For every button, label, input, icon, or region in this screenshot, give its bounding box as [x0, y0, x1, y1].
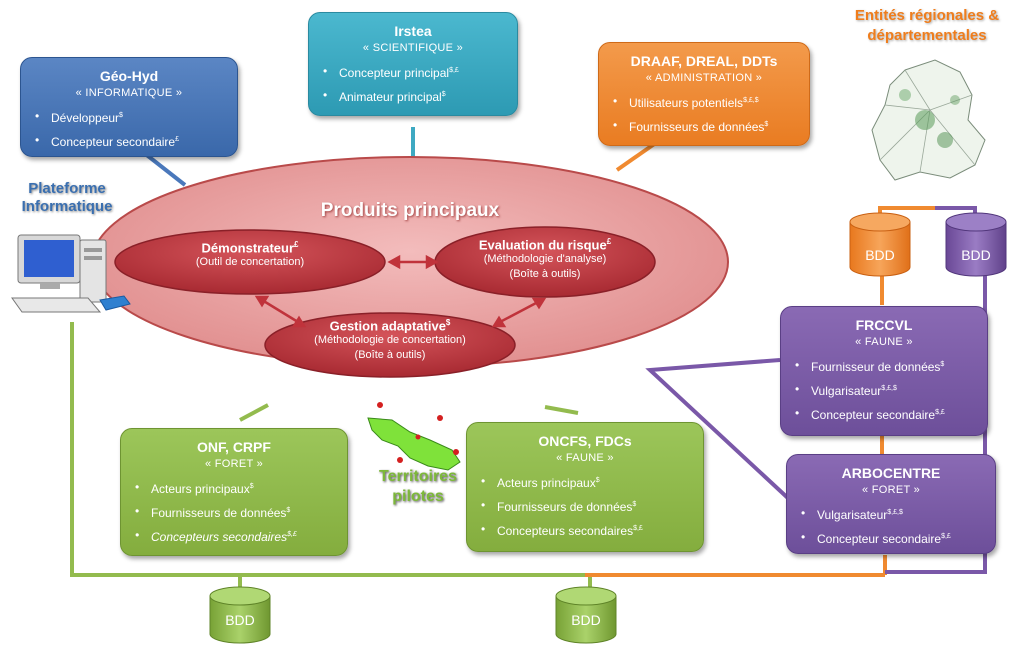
demo-text: Démonstrateur£ (Outil de concertation): [140, 240, 360, 270]
actor-oncfs-title: ONCFS, FDCs: [538, 433, 632, 449]
arrow-head: [254, 295, 270, 308]
list-item: Fournisseurs de données$: [613, 114, 809, 138]
territories-label: Territoires pilotes: [358, 467, 478, 507]
platform-label-line1: Plateforme: [28, 180, 106, 197]
actor-oncfs-category: « FAUNE »: [556, 452, 614, 464]
actor-irstea-category: « SCIENTIFIQUE »: [362, 42, 464, 54]
computer-icon: [11, 234, 131, 313]
list-item: Fournisseurs de données$: [481, 494, 703, 518]
actor-draaf-category: « ADMINISTRATION »: [645, 72, 763, 84]
list-item: Vulgarisateur$,£,$: [801, 502, 995, 526]
region-map-image: [871, 59, 986, 181]
risk-desc-1: (Méthodologie d'analyse): [483, 253, 607, 266]
gestion-text: Gestion adaptative$ (Méthodologie de con…: [275, 318, 505, 363]
products-title: Produits principaux: [320, 200, 500, 221]
bdd-label-purple: BDD: [961, 247, 991, 263]
bdd-label-green-1: BDD: [225, 612, 255, 628]
gestion-desc-2: (Boîte à outils): [354, 349, 426, 362]
list-item: Développeur$: [35, 105, 237, 129]
list-item: Acteurs principaux$: [481, 470, 703, 494]
bdd-orange-cylinder: [849, 212, 911, 277]
purple-connector: [645, 358, 792, 502]
regional-label-line2: départementales: [867, 27, 987, 44]
bdd-purple-cylinder: [945, 212, 1007, 277]
regional-label: Entités régionales & départementales: [838, 6, 1016, 46]
actor-onf-title: ONF, CRPF: [197, 439, 271, 455]
bdd-green-cylinder-2: [555, 586, 617, 644]
actor-frccvl: FRCCVL « FAUNE » Fournisseur de données$…: [780, 306, 988, 436]
risk-title: Evaluation du risque: [478, 237, 607, 253]
arrow-head: [491, 315, 507, 328]
bdd-green-cylinder-1: [209, 586, 271, 644]
arrow-head: [425, 254, 439, 270]
gestion-title: Gestion adaptative: [329, 318, 446, 334]
actor-frccvl-category: « FAUNE »: [855, 336, 913, 348]
actor-arbocentre-category: « FORET »: [861, 484, 921, 496]
actor-onf: ONF, CRPF « FORET » Acteurs principaux$ …: [120, 428, 348, 556]
platform-label: Plateforme Informatique: [2, 180, 132, 216]
risk-desc-2: (Boîte à outils): [509, 268, 581, 281]
list-item: Fournisseur de données$: [795, 354, 987, 378]
actor-frccvl-title: FRCCVL: [855, 317, 913, 333]
demo-ellipse: [114, 229, 386, 295]
actor-geohyd-category: « INFORMATIQUE »: [75, 87, 183, 99]
actor-geohyd-title: Géo-Hyd: [99, 68, 159, 84]
actor-draaf: DRAAF, DREAL, DDTs « ADMINISTRATION » Ut…: [598, 42, 810, 146]
territories-label-line2: pilotes: [392, 488, 444, 505]
demo-title: Démonstrateur: [201, 240, 294, 256]
list-item: Acteurs principaux$: [135, 476, 347, 500]
actor-geohyd: Géo-Hyd « INFORMATIQUE » Développeur$ Co…: [20, 57, 238, 157]
actor-draaf-title: DRAAF, DREAL, DDTs: [630, 53, 778, 69]
list-item: Concepteur secondaire$,£: [801, 526, 995, 550]
list-item: Concepteur secondaire£: [35, 129, 237, 153]
arrow-risk-gestion: [499, 300, 539, 324]
green-connector: [239, 403, 269, 422]
arrow-head: [387, 254, 401, 270]
gestion-desc-1: (Méthodologie de concertation): [314, 334, 466, 347]
actor-onf-category: « FORET »: [204, 458, 264, 470]
actor-arbocentre-title: ARBOCENTRE: [841, 465, 941, 481]
actor-irstea: Irstea « SCIENTIFIQUE » Concepteur princ…: [308, 12, 518, 116]
demo-mark: £: [294, 240, 299, 249]
actor-irstea-title: Irstea: [394, 23, 432, 39]
arrow-head: [531, 297, 547, 310]
list-item: Fournisseurs de données$: [135, 500, 347, 524]
green-connector: [70, 322, 590, 577]
actor-oncfs: ONCFS, FDCs « FAUNE » Acteurs principaux…: [466, 422, 704, 552]
regional-label-line1: Entités régionales &: [854, 7, 1000, 24]
bdd-label-orange: BDD: [865, 247, 895, 263]
risk-text: Evaluation du risque£ (Méthodologie d'an…: [450, 237, 640, 282]
territories-map-image: [367, 402, 461, 471]
platform-label-line2: Informatique: [21, 198, 113, 215]
demo-desc: (Outil de concertation): [195, 256, 305, 269]
gestion-mark: $: [445, 318, 451, 327]
gestion-ellipse: [264, 312, 516, 378]
arrow-demo-gestion: [261, 298, 299, 324]
green-connector: [544, 405, 579, 415]
list-item: Utilisateurs potentiels$,£,$: [613, 90, 809, 114]
territories-label-line1: Territoires: [379, 468, 457, 485]
list-item: Concepteur secondaire$,£: [795, 402, 987, 426]
actor-arbocentre: ARBOCENTRE « FORET » Vulgarisateur$,£,$ …: [786, 454, 996, 554]
arrow-head: [291, 315, 307, 328]
list-item: Animateur principal$: [323, 84, 517, 108]
list-item: Concepteurs secondaires$,£: [481, 518, 703, 542]
bdd-label-green-2: BDD: [571, 612, 601, 628]
list-item: Concepteurs secondaires$,£: [135, 524, 347, 548]
list-item: Concepteur principal$,£: [323, 60, 517, 84]
list-item: Vulgarisateur$,£,$: [795, 378, 987, 402]
risk-mark: £: [606, 237, 612, 246]
